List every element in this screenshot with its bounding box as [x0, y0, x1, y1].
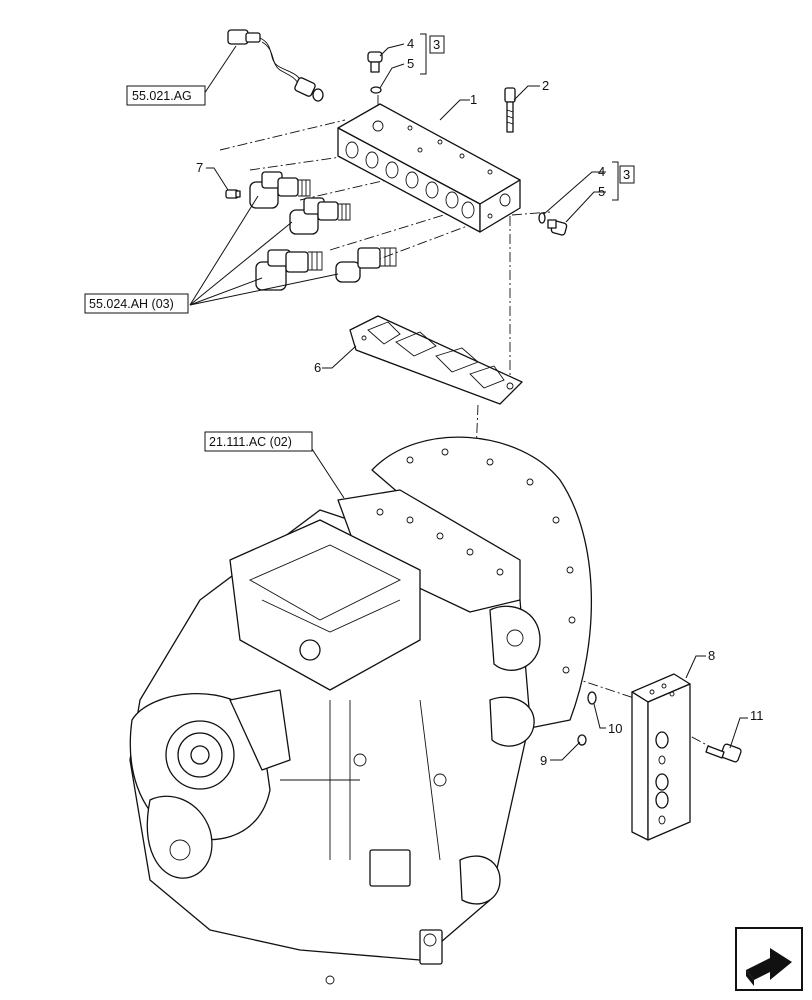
speed-sensor	[227, 29, 324, 102]
sensor-ref-label: 55.021.AG	[132, 89, 192, 103]
bolt-11	[705, 743, 742, 763]
solenoid-ref-box	[84, 293, 189, 314]
callout-6: 6	[314, 360, 321, 375]
sensor-ref-box	[126, 85, 206, 106]
callout-3-upper: 3	[433, 37, 440, 52]
callout-8: 8	[708, 648, 715, 663]
transmission-housing	[129, 436, 593, 985]
valve-block	[337, 103, 521, 233]
transmission-ref-box	[204, 431, 313, 452]
callout-7: 7	[196, 160, 203, 175]
screw-7	[225, 189, 241, 199]
group-bracket-upper	[420, 33, 427, 75]
callout-1: 1	[470, 92, 477, 107]
port-block	[631, 673, 691, 841]
callout-4-upper: 4	[407, 36, 414, 51]
callout-3-side: 3	[623, 167, 630, 182]
callout-5-side: 5	[598, 184, 605, 199]
callout-9: 9	[540, 753, 547, 768]
next-page-arrow-icon[interactable]	[735, 927, 803, 991]
transmission-ref-label: 21.111.AC (02)	[209, 435, 292, 449]
callout-numbers: 1 2 4 5 3 4 5 3 6 7 8 9 10 11	[196, 35, 764, 768]
callout-3-box-upper	[429, 35, 445, 54]
solenoid-valves	[249, 171, 397, 291]
leader-lines	[189, 43, 748, 761]
callout-2: 2	[542, 78, 549, 93]
gasket	[349, 315, 523, 405]
solenoid-ref-label: 55.024.AH (03)	[89, 297, 174, 311]
callout-5-upper: 5	[407, 56, 414, 71]
callout-10: 10	[608, 721, 622, 736]
reference-labels: 55.021.AG 55.024.AH (03) 21.111.AC (02)	[84, 85, 313, 452]
plug-screw-side	[538, 212, 568, 236]
callout-3-box-side	[619, 165, 635, 184]
callout-11: 11	[750, 708, 764, 723]
group-bracket-side	[612, 161, 619, 201]
plug-screw-upper	[367, 51, 383, 94]
bolt-2	[504, 87, 516, 133]
callout-4-side: 4	[598, 164, 605, 179]
o-rings	[577, 691, 597, 746]
